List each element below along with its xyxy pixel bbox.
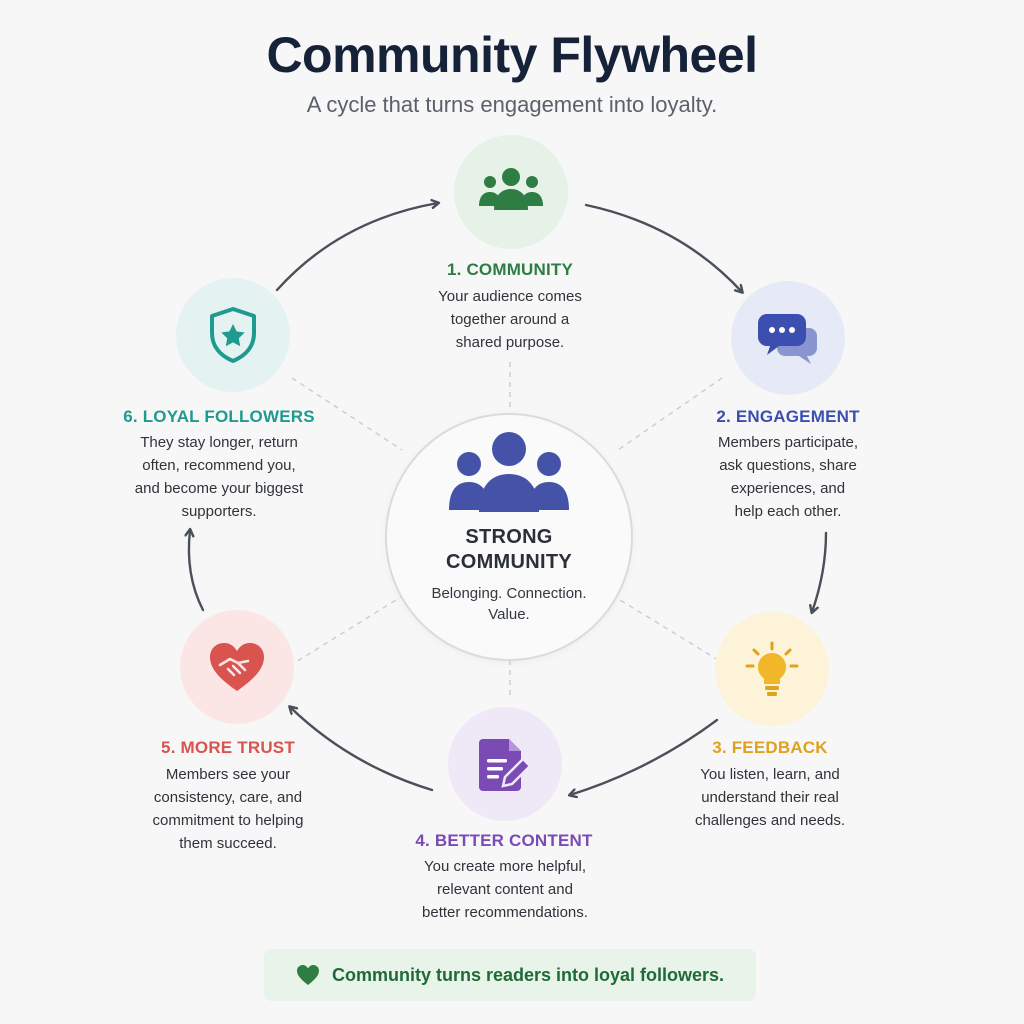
spoke-top-left (291, 377, 403, 451)
center-desc: Belonging. Connection. Value. (405, 583, 613, 625)
step-5-title: 5. MORE TRUST (161, 738, 295, 757)
step-4-title: 4. BETTER CONTENT (415, 831, 593, 850)
shield-star-icon (210, 307, 256, 363)
heart-icon (296, 965, 319, 985)
arrow-community-to-engagement (584, 203, 742, 292)
desc-line: They stay longer, return (140, 434, 298, 451)
step-5-icon-circle (180, 610, 294, 724)
desc-line: You create more helpful, (423, 858, 587, 875)
step-1-title: 1. COMMUNITY (446, 260, 574, 279)
step-3-title: 3. FEEDBACK (712, 738, 828, 757)
arrow-loyal-to-community (275, 203, 438, 292)
step-6-icon-circle (176, 278, 290, 392)
document-edit-icon (479, 739, 532, 791)
step-1-icon-circle (454, 135, 568, 249)
step-4-icon-circle (448, 707, 562, 821)
arrow-content-to-trust (290, 707, 434, 792)
page-subtitle: A cycle that turns engagement into loyal… (306, 92, 718, 117)
step-5-desc: Members see your consistency, care, and … (118, 763, 338, 855)
chat-bubbles-icon (758, 314, 817, 364)
desc-line: understand their real (701, 789, 839, 806)
step-3-desc: You listen, learn, and understand their … (660, 763, 880, 832)
desc-line: supporters. (181, 503, 257, 520)
desc-line: shared purpose. (455, 334, 565, 351)
center-title: STRONG COMMUNITY (385, 525, 633, 575)
desc-line: challenges and needs. (694, 812, 846, 829)
spoke-bottom-left (295, 594, 405, 663)
step-6-desc: They stay longer, return often, recommen… (104, 431, 334, 523)
desc-line: experiences, and (730, 480, 846, 497)
desc-line: Your audience comes (438, 288, 582, 305)
desc-line: You listen, learn, and (700, 766, 840, 783)
desc-line: better recommendations. (422, 904, 588, 921)
center-title-line: COMMUNITY (445, 551, 573, 573)
step-1-desc: Your audience comes together around a sh… (400, 285, 620, 354)
banner-text: Community turns readers into loyal follo… (331, 964, 725, 985)
spoke-bottom-right (611, 594, 719, 661)
dashed-spokes (291, 362, 723, 700)
step-6-title: 6. LOYAL FOLLOWERS (123, 407, 315, 426)
desc-line: Members see your (165, 766, 291, 783)
desc-line: them succeed. (179, 835, 277, 852)
cycle-arrows (189, 203, 828, 795)
spoke-top-right (617, 377, 723, 451)
people-icon (479, 168, 543, 210)
desc-line: consistency, care, and (153, 789, 303, 806)
step-4-desc: You create more helpful, relevant conten… (389, 855, 621, 924)
desc-line: ask questions, share (719, 457, 857, 474)
desc-line: commitment to helping (152, 812, 304, 829)
step-2-title: 2. ENGAGEMENT (716, 407, 860, 426)
desc-line: relevant content and (437, 881, 573, 898)
summary-banner: Community turns readers into loyal follo… (264, 949, 756, 1001)
desc-line: together around a (450, 311, 570, 328)
center-desc-line: Belonging. Connection. (431, 585, 587, 602)
step-3-icon-circle (715, 612, 829, 726)
handshake-heart-icon (210, 643, 264, 691)
center-title-line: STRONG (465, 526, 553, 548)
arrow-trust-to-loyal (189, 530, 205, 612)
step-2-icon-circle (731, 281, 845, 395)
lightbulb-icon (745, 641, 799, 696)
step-2-desc: Members participate, ask questions, shar… (678, 431, 898, 523)
desc-line: help each other. (734, 503, 842, 520)
group-icon (449, 432, 569, 512)
desc-line: Members participate, (717, 434, 859, 451)
page-title: Community Flywheel (266, 27, 758, 83)
arrow-feedback-to-content (570, 718, 719, 795)
center-desc-line: Value. (488, 606, 530, 623)
arrow-engagement-to-feedback (812, 531, 828, 612)
desc-line: often, recommend you, (142, 457, 296, 474)
desc-line: and become your biggest (134, 480, 304, 497)
